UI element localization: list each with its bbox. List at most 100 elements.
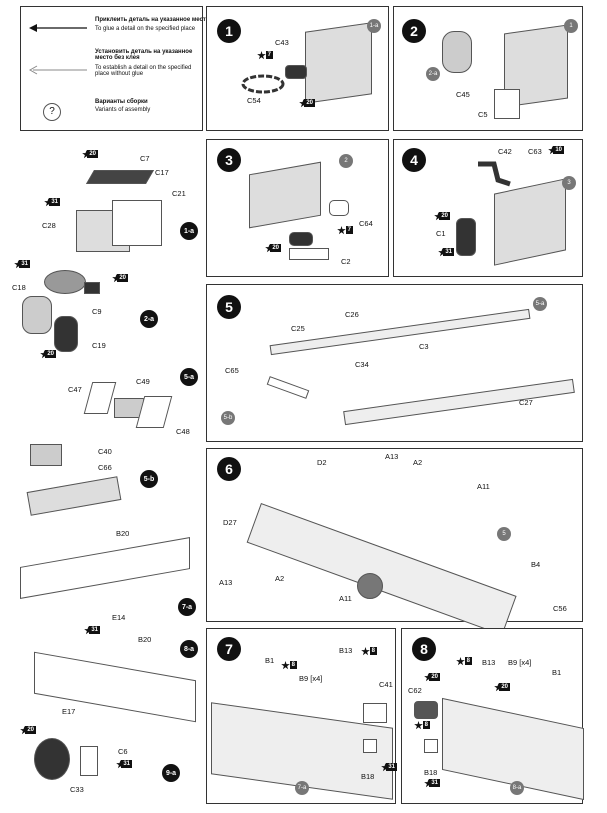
- part-label: C1: [436, 229, 446, 238]
- part-c19: [54, 316, 78, 352]
- glue-arrow-icon: [29, 24, 87, 32]
- part-label: C41: [379, 680, 393, 689]
- color-star: 20: [265, 244, 281, 256]
- part-label: C65: [225, 366, 239, 375]
- part-label: C19: [92, 341, 106, 350]
- part-label: C62: [408, 686, 422, 695]
- part-label: C6: [118, 747, 128, 756]
- part-c18: [22, 296, 52, 334]
- part-label: C43: [275, 38, 289, 47]
- color-star: 7: [257, 51, 273, 63]
- step-number: 7: [217, 637, 241, 661]
- plate-e14: [20, 537, 190, 599]
- color-star: 20: [112, 274, 128, 286]
- part-c64: [329, 200, 349, 216]
- part-label: B18: [361, 772, 375, 781]
- part-c6: [80, 746, 98, 776]
- part-label: C49: [136, 377, 150, 386]
- color-star: 20: [434, 212, 450, 224]
- part-label: C2: [341, 257, 351, 266]
- ref-badge: 5: [497, 527, 511, 541]
- color-star: 31: [44, 198, 60, 210]
- sub-badge: 5-b: [140, 470, 158, 488]
- part-c65: [266, 376, 310, 399]
- ref-badge: 1-a: [367, 19, 381, 33]
- part-label: B1: [265, 656, 275, 665]
- step-8-panel: 8 8 B13 B9 [x4] B1 20 20 C62 8 B18 31 8-…: [401, 628, 584, 804]
- part-label: C33: [70, 785, 84, 794]
- sub-badge: 1-a: [180, 222, 198, 240]
- part-label: C40: [98, 447, 112, 456]
- step-number: 4: [402, 148, 426, 172]
- sub-badge: 5-a: [180, 368, 198, 386]
- part-c5: [494, 89, 520, 119]
- part-label: B13: [482, 658, 496, 667]
- part-c17: [85, 170, 155, 184]
- noglue-arrow-icon: [29, 65, 87, 75]
- chassis: [246, 503, 517, 636]
- color-star: 8: [456, 657, 472, 669]
- color-star: 31: [84, 626, 100, 638]
- ref-badge: 3: [562, 176, 576, 190]
- step-1-panel: 1 1-a C43 7 C54 20: [206, 6, 389, 131]
- ref-badge: 5-b: [221, 411, 235, 425]
- color-star: 31: [438, 248, 454, 260]
- variants-ru: Варианты сборки: [95, 99, 148, 105]
- part-cylinder: [442, 31, 472, 73]
- part-label: B20: [138, 635, 152, 644]
- color-star: 7: [337, 226, 353, 238]
- noglue-en: To establish a detail on the specified p…: [95, 65, 192, 77]
- ref-badge: 2: [339, 154, 353, 168]
- color-star: 31: [14, 260, 30, 272]
- part-label: C47: [68, 385, 82, 394]
- part-c2: [289, 248, 329, 260]
- step-7-panel: 7 B1 8 B13 8 B9 [x4] C41 B18 31 7-a: [206, 628, 397, 804]
- part-label: C56: [553, 604, 567, 613]
- part-label: D27: [223, 518, 237, 527]
- color-star: 20: [299, 99, 315, 111]
- noglue-ru: Установить деталь на указанное место без…: [95, 49, 193, 61]
- part-c1: [456, 218, 476, 256]
- part-b18: [363, 739, 377, 753]
- sub-badge: 9-a: [162, 764, 180, 782]
- color-star: 20: [82, 150, 98, 162]
- color-star: 31: [116, 760, 132, 772]
- sub-badge: 8-a: [180, 640, 198, 658]
- color-star: 8: [414, 721, 430, 733]
- part-label: E17: [62, 707, 76, 716]
- ref-badge: 5-a: [533, 297, 547, 311]
- step-number: 1: [217, 19, 241, 43]
- part-body: [494, 178, 566, 266]
- part-label: A2: [275, 574, 285, 583]
- part-c27: [343, 378, 575, 426]
- plate-e17: [34, 651, 196, 723]
- step-number: 6: [217, 457, 241, 481]
- part-label: B20: [116, 529, 130, 538]
- step-4-panel: 4 C42 C63 10 3 20 C1 31: [393, 139, 583, 277]
- color-star: 8: [361, 647, 377, 659]
- question-icon: ?: [43, 103, 61, 121]
- step-2-panel: 2 1 2-a C45 C5: [393, 6, 583, 131]
- part-c9-nub: [84, 282, 100, 294]
- part-label: D2: [317, 458, 327, 467]
- part-label: A13: [385, 452, 399, 461]
- color-star: 10: [548, 146, 564, 158]
- color-star: 20: [20, 726, 36, 738]
- ref-badge: 1: [564, 19, 578, 33]
- part-label: C63: [528, 147, 542, 156]
- ref-badge: 7-a: [295, 781, 309, 795]
- part-label: C18: [12, 283, 26, 292]
- wheel-a11: [357, 573, 383, 599]
- color-star: 20: [424, 673, 440, 685]
- part-label: C7: [140, 154, 150, 163]
- ref-badge: 8-a: [510, 781, 524, 795]
- part-label: C64: [359, 219, 373, 228]
- step-number: 8: [412, 637, 436, 661]
- part-label: C34: [355, 360, 369, 369]
- part-label: C25: [291, 324, 305, 333]
- part-label: C9: [92, 307, 102, 316]
- part-c26: [269, 308, 531, 356]
- legend-box: Приклеить деталь на указанное место To g…: [20, 6, 209, 131]
- part-label: C21: [172, 189, 186, 198]
- part-label: C3: [419, 342, 429, 351]
